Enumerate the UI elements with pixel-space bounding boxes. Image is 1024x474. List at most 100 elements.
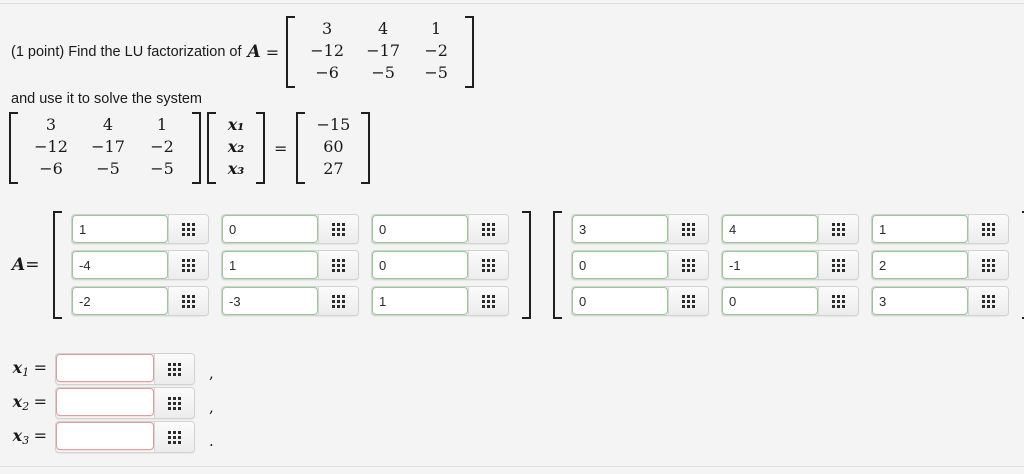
l-cell-0-1-group[interactable] [221, 214, 359, 244]
u-input-1-0[interactable] [572, 251, 668, 279]
u-cell-0-2-group[interactable] [871, 214, 1009, 244]
u-cell-0-1-group[interactable] [721, 214, 859, 244]
unknown-x1: x₁ [227, 115, 245, 134]
keypad-button[interactable] [968, 251, 1008, 279]
l-input-1-2[interactable] [372, 251, 468, 279]
x1-input[interactable] [56, 354, 154, 382]
keypad-button[interactable] [668, 251, 708, 279]
l-cell-1-1-group[interactable] [221, 250, 359, 280]
grid-icon [332, 222, 345, 236]
matrix-cell: −2 [150, 137, 174, 156]
rhs-cell: −15 [316, 115, 351, 134]
l-input-0-0[interactable] [72, 215, 168, 243]
l-cell-0-0-group[interactable] [71, 214, 209, 244]
u-input-2-1[interactable] [722, 287, 818, 315]
u-cell-2-1-group[interactable] [721, 286, 859, 316]
keypad-button[interactable] [318, 287, 358, 315]
grid-icon [832, 294, 845, 308]
matrix-cell: −12 [310, 41, 344, 60]
system-equals-sign: = [274, 138, 288, 158]
keypad-button[interactable] [468, 287, 508, 315]
bracket-right [192, 112, 201, 184]
solution-punctuation: , [209, 398, 214, 416]
keypad-button[interactable] [168, 287, 208, 315]
keypad-button[interactable] [468, 251, 508, 279]
bracket-left [9, 112, 18, 184]
keypad-button[interactable] [168, 251, 208, 279]
bracket-left [296, 112, 306, 184]
keypad-button[interactable] [668, 287, 708, 315]
u-input-0-1[interactable] [722, 215, 818, 243]
solution-row-x1: x1 = , [0, 352, 214, 386]
u-input-2-2[interactable] [872, 287, 968, 315]
l-input-2-0[interactable] [72, 287, 168, 315]
x1-input-group[interactable] [55, 353, 195, 385]
x3-input-group[interactable] [55, 421, 195, 453]
u-input-0-0[interactable] [572, 215, 668, 243]
grid-icon [982, 294, 995, 308]
solution-label-x1: x1 = [12, 358, 47, 380]
keypad-button[interactable] [154, 422, 194, 452]
matrix-cell: −5 [424, 63, 448, 82]
keypad-button[interactable] [818, 251, 858, 279]
l-cell-2-1-group[interactable] [221, 286, 359, 316]
x2-input-group[interactable] [55, 387, 195, 419]
l-input-1-0[interactable] [72, 251, 168, 279]
keypad-button[interactable] [968, 215, 1008, 243]
keypad-button[interactable] [968, 287, 1008, 315]
given-matrix-A: 3 4 1 −12 −17 −2 −6 −5 −5 [286, 16, 475, 88]
u-cell-2-0-group[interactable] [571, 286, 709, 316]
system-coefficient-matrix: 3 4 1 −12 −17 −2 −6 −5 −5 [9, 112, 201, 184]
x2-input[interactable] [56, 388, 154, 416]
l-cell-2-2-group[interactable] [371, 286, 509, 316]
u-input-2-0[interactable] [572, 287, 668, 315]
matrix-cell: −17 [366, 41, 400, 60]
grid-icon [182, 222, 195, 236]
u-cell-1-0-group[interactable] [571, 250, 709, 280]
keypad-button[interactable] [668, 215, 708, 243]
u-input-0-2[interactable] [872, 215, 968, 243]
keypad-button[interactable] [168, 215, 208, 243]
grid-icon [168, 362, 181, 376]
matrix-cell: −5 [96, 159, 120, 178]
u-input-1-1[interactable] [722, 251, 818, 279]
l-cell-1-2-group[interactable] [371, 250, 509, 280]
grid-icon [182, 294, 195, 308]
solve-instruction-text: and use it to solve the system [11, 91, 203, 107]
keypad-button[interactable] [154, 388, 194, 418]
l-input-2-1[interactable] [222, 287, 318, 315]
bracket-left [553, 211, 562, 319]
l-input-1-1[interactable] [222, 251, 318, 279]
keypad-button[interactable] [154, 354, 194, 384]
u-cell-0-0-group[interactable] [571, 214, 709, 244]
l-input-0-2[interactable] [372, 215, 468, 243]
l-input-0-1[interactable] [222, 215, 318, 243]
x3-input[interactable] [56, 422, 154, 450]
equals-sign: = [265, 42, 280, 62]
grid-icon [168, 430, 181, 444]
rhs-cell: 60 [323, 137, 344, 156]
grid-icon [332, 258, 345, 272]
matrix-cell: −5 [150, 159, 174, 178]
matrix-cell: −2 [424, 41, 448, 60]
u-cell-1-2-group[interactable] [871, 250, 1009, 280]
u-cell-1-1-group[interactable] [721, 250, 859, 280]
unknown-vector: x₁ x₂ x₃ [207, 112, 265, 184]
l-input-2-2[interactable] [372, 287, 468, 315]
u-input-1-2[interactable] [872, 251, 968, 279]
l-cell-1-0-group[interactable] [71, 250, 209, 280]
keypad-button[interactable] [318, 215, 358, 243]
keypad-button[interactable] [818, 287, 858, 315]
u-cell-2-2-group[interactable] [871, 286, 1009, 316]
matrix-cell: 3 [322, 19, 333, 38]
keypad-button[interactable] [318, 251, 358, 279]
answer-label-equals: = [25, 255, 40, 275]
solution-punctuation: . [209, 432, 214, 450]
l-cell-0-2-group[interactable] [371, 214, 509, 244]
grid-icon [482, 258, 495, 272]
keypad-button[interactable] [818, 215, 858, 243]
matrix-cell: −12 [34, 137, 68, 156]
l-cell-2-0-group[interactable] [71, 286, 209, 316]
bracket-right [522, 211, 531, 319]
keypad-button[interactable] [468, 215, 508, 243]
